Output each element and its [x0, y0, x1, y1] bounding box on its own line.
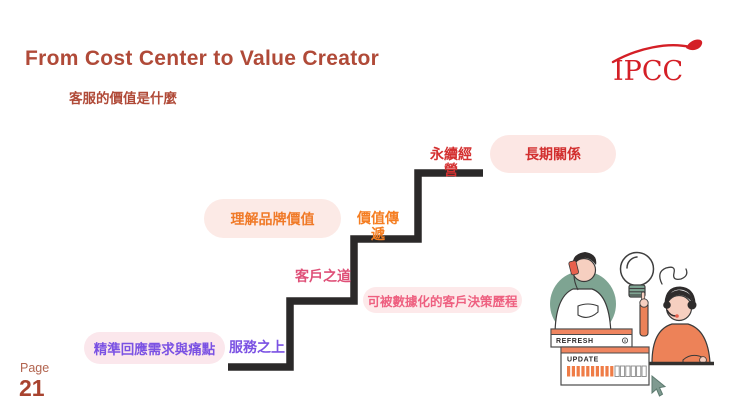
- refresh-label: REFRESH: [556, 338, 594, 345]
- person-on-phone: [554, 252, 612, 337]
- ipcc-logo: IPCC: [611, 39, 703, 87]
- step-label-customer: 客戶之道: [295, 268, 351, 284]
- pill-long-term: 長期關係: [490, 135, 616, 173]
- logo-bird-icon: [686, 39, 703, 51]
- logo-swoosh-icon: [611, 44, 692, 64]
- page-subtitle: 客服的價值是什麼: [69, 91, 177, 106]
- page-title: From Cost Center to Value Creator: [25, 47, 380, 70]
- step-label-sustain: 永續經營: [430, 146, 472, 178]
- pill-data-journey: 可被數據化的客戶決策歷程: [363, 287, 522, 313]
- phone-icon: [568, 260, 579, 276]
- step-label-service: 服務之上: [229, 339, 285, 355]
- info-icon: [621, 337, 629, 344]
- refresh-card: REFRESH: [550, 328, 633, 348]
- progress-bar: [567, 365, 647, 377]
- squiggle-icon: [659, 266, 688, 285]
- step-label-value: 價值傳遞: [357, 210, 399, 242]
- agent-with-headset: [639, 286, 711, 364]
- update-card: UPDATE: [560, 346, 650, 386]
- lightbulb-icon: [619, 251, 655, 298]
- cursor-icon: [651, 374, 667, 397]
- page-number: 21: [19, 375, 45, 401]
- logo-text: IPCC: [613, 56, 683, 87]
- pill-respond-needs: 精準回應需求與痛點: [84, 332, 225, 364]
- customer-service-illustration: REFRESH UPDATE: [550, 251, 714, 397]
- page-label: Page: [20, 361, 50, 375]
- headphone-earcup-icon: [687, 300, 697, 310]
- pill-brand-value: 理解品牌價值: [204, 199, 341, 238]
- update-label: UPDATE: [567, 357, 599, 364]
